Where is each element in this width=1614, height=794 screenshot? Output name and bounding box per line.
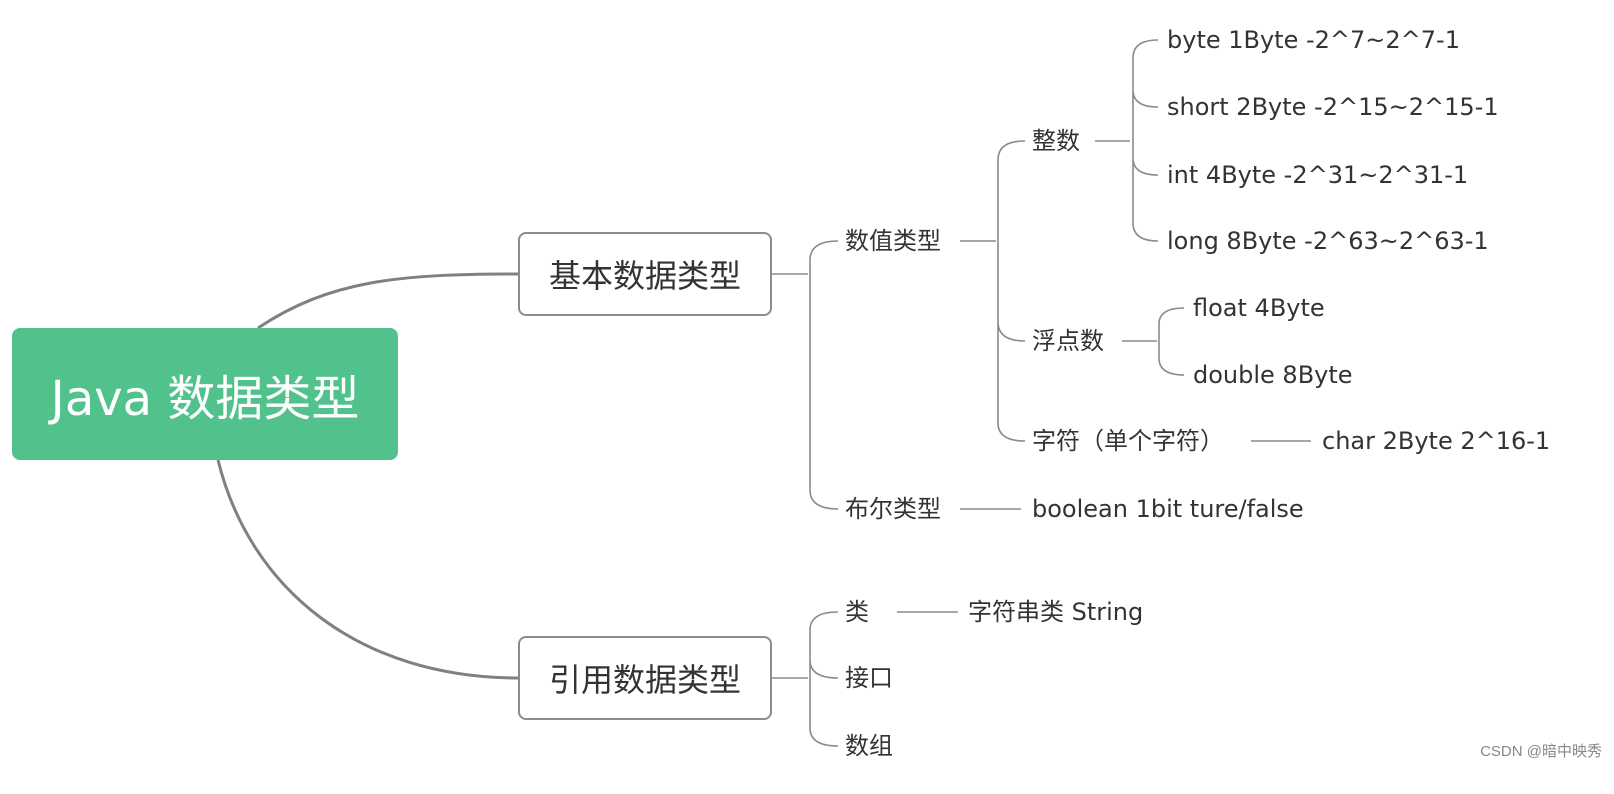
node-reference-types[interactable]: 引用数据类型: [518, 636, 772, 720]
node-array[interactable]: 数组: [845, 732, 893, 760]
connector-reference-bracket: [772, 611, 839, 747]
node-floating-point[interactable]: 浮点数: [1032, 327, 1104, 355]
node-interface[interactable]: 接口: [845, 664, 893, 692]
node-primitive-types[interactable]: 基本数据类型: [518, 232, 772, 316]
node-char[interactable]: 字符（单个字符）: [1032, 427, 1224, 455]
leaf-long[interactable]: long 8Byte -2^63~2^63-1: [1167, 227, 1489, 255]
leaf-float[interactable]: float 4Byte: [1193, 294, 1325, 322]
leaf-int[interactable]: int 4Byte -2^31~2^31-1: [1167, 161, 1469, 189]
node-class[interactable]: 类: [845, 598, 869, 626]
root-node[interactable]: Java 数据类型: [12, 328, 398, 460]
connector-basic-bracket: [772, 240, 839, 510]
connector-root-basic: [257, 272, 519, 330]
leaf-string-class[interactable]: 字符串类 String: [968, 598, 1144, 626]
connector-float-bracket: [1122, 307, 1185, 376]
leaf-boolean[interactable]: boolean 1bit ture/false: [1032, 495, 1304, 523]
node-boolean-type[interactable]: 布尔类型: [845, 495, 941, 523]
node-integer[interactable]: 整数: [1032, 127, 1080, 155]
connector-integer-bracket: [1095, 39, 1159, 242]
leaf-short[interactable]: short 2Byte -2^15~2^15-1: [1167, 93, 1499, 121]
leaf-byte[interactable]: byte 1Byte -2^7~2^7-1: [1167, 26, 1460, 54]
leaf-double[interactable]: double 8Byte: [1193, 361, 1353, 389]
node-numeric-types[interactable]: 数值类型: [845, 227, 941, 255]
connector-numeric-bracket: [960, 140, 1026, 442]
leaf-char[interactable]: char 2Byte 2^16-1: [1322, 427, 1551, 455]
watermark: CSDN @暗中映秀: [1480, 743, 1602, 760]
connector-root-reference: [216, 459, 519, 680]
